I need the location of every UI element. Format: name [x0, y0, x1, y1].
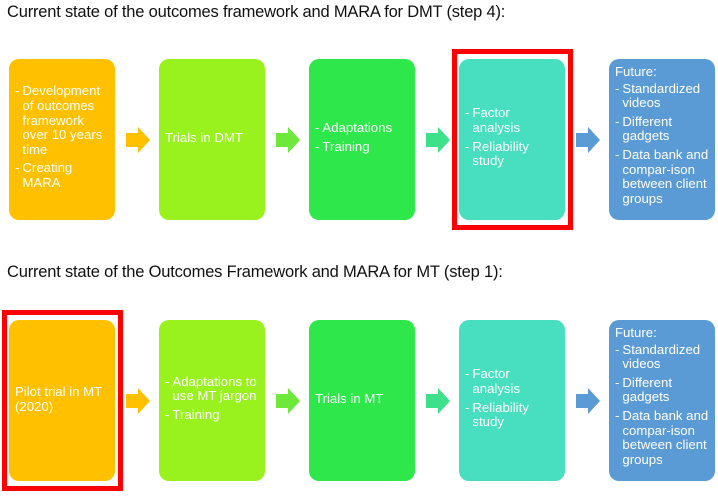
- bullet-dash: -: [615, 341, 620, 357]
- step-box-2: -Adaptations to use MT jargon-Training: [159, 320, 265, 481]
- step-box-4: -Factor analysis-Reliability study: [459, 320, 565, 481]
- step-label: Trials in DMT: [165, 130, 243, 146]
- bullet-dash: -: [165, 373, 170, 389]
- bullet-text: Different gadgets: [622, 113, 673, 144]
- bullet-text: Different gadgets: [622, 374, 673, 405]
- bullet-dash: -: [15, 160, 20, 176]
- bullet-dash: -: [465, 399, 470, 415]
- step-label: Future:: [615, 64, 657, 79]
- step-bullet: -Development of outcomes framework over …: [15, 84, 111, 157]
- arrow-right-icon: [426, 127, 450, 153]
- bullet-text: Training: [172, 406, 220, 422]
- bullet-dash: -: [615, 374, 620, 390]
- step-bullet: -Standardized videos: [615, 341, 711, 372]
- step-bullet: -Factor analysis: [465, 366, 561, 396]
- bullet-dash: -: [465, 105, 470, 121]
- arrow-right-icon: [126, 127, 150, 153]
- bullet-text: Data bank and compar-ison between client…: [622, 407, 709, 467]
- current-step-highlight: [452, 49, 573, 230]
- step-bullet: -Different gadgets: [615, 113, 711, 144]
- step-label: Pilot trial in MT (2020): [15, 383, 102, 414]
- step-box-4: -Factor analysis-Reliability study: [459, 59, 565, 220]
- step-bullet: -Factor analysis: [465, 105, 561, 135]
- bullet-text: Standardized videos: [622, 80, 701, 111]
- step-bullet: -Reliability study: [465, 399, 561, 430]
- bullet-text: Standardized videos: [622, 341, 701, 372]
- step-bullet: -Data bank and compar-ison between clien…: [615, 146, 711, 206]
- arrow-right-icon: [576, 127, 600, 153]
- step-bullet: -Standardized videos: [615, 80, 711, 111]
- step-bullet: -Training: [165, 406, 261, 423]
- arrow-right-icon: [276, 127, 300, 153]
- bullet-text: Factor analysis: [472, 366, 521, 396]
- step-box-5: Future:-Standardized videos-Different ga…: [609, 59, 715, 220]
- step-bullet: -Adaptations to use MT jargon: [165, 373, 261, 404]
- bullet-dash: -: [615, 80, 620, 96]
- current-step-highlight: [2, 310, 123, 491]
- step-bullet: -Reliability study: [465, 138, 561, 169]
- bullet-dash: -: [15, 83, 20, 99]
- dmt-title: Current state of the outcomes framework …: [7, 3, 506, 21]
- step-bullet: -Training: [315, 138, 411, 155]
- step-box-1: Pilot trial in MT (2020): [9, 320, 115, 481]
- step-bullet: -Different gadgets: [615, 374, 711, 405]
- step-bullet: -Creating MARA: [15, 161, 111, 190]
- step-box-1: -Development of outcomes framework over …: [9, 59, 115, 220]
- step-box-3: -Adaptations-Training: [309, 59, 415, 220]
- step-label: Trials in MT: [315, 391, 384, 407]
- bullet-text: Reliability study: [472, 138, 529, 169]
- step-bullet: -Data bank and compar-ison between clien…: [615, 407, 711, 467]
- bullet-dash: -: [315, 138, 320, 154]
- bullet-dash: -: [165, 406, 170, 422]
- bullet-text: Adaptations to use MT jargon: [172, 373, 257, 404]
- bullet-text: Creating MARA: [22, 160, 73, 190]
- bullet-text: Reliability study: [472, 399, 529, 430]
- bullet-dash: -: [315, 119, 320, 135]
- arrow-right-icon: [126, 388, 150, 414]
- bullet-dash: -: [465, 138, 470, 154]
- arrow-right-icon: [576, 388, 600, 414]
- bullet-text: Adaptations: [322, 119, 393, 135]
- step-box-5: Future:-Standardized videos-Different ga…: [609, 320, 715, 481]
- bullet-text: Factor analysis: [472, 105, 521, 135]
- arrow-right-icon: [426, 388, 450, 414]
- bullet-dash: -: [615, 146, 620, 162]
- step-bullet: -Adaptations: [315, 119, 411, 136]
- bullet-text: Training: [322, 138, 370, 154]
- step-box-3: Trials in MT: [309, 320, 415, 481]
- step-box-2: Trials in DMT: [159, 59, 265, 220]
- bullet-dash: -: [465, 366, 470, 382]
- bullet-dash: -: [615, 407, 620, 423]
- arrow-right-icon: [276, 388, 300, 414]
- bullet-text: Data bank and compar-ison between client…: [622, 146, 709, 206]
- bullet-text: Development of outcomes framework over 1…: [22, 83, 103, 157]
- step-label: Future:: [615, 325, 657, 340]
- bullet-dash: -: [615, 113, 620, 129]
- mt-title: Current state of the Outcomes Framework …: [7, 263, 503, 281]
